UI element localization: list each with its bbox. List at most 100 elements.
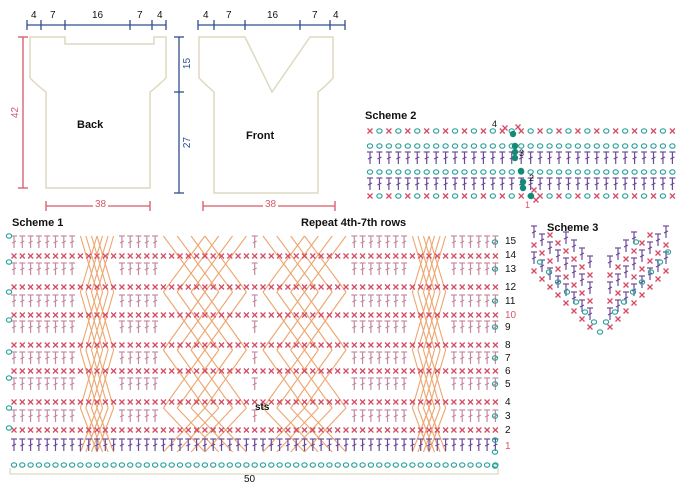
sc-symbol — [243, 342, 250, 348]
chain-symbol — [376, 143, 383, 149]
dc-symbol — [392, 377, 399, 390]
dc-symbol — [359, 438, 366, 451]
dc-symbol — [152, 438, 159, 451]
chain-symbol — [392, 462, 399, 468]
highlight-stitch — [527, 192, 535, 200]
sc-symbol — [44, 427, 51, 433]
sc-symbol — [177, 312, 183, 318]
sc-symbol — [52, 312, 59, 318]
sc-symbol — [268, 368, 275, 374]
sc-symbol — [359, 368, 366, 374]
sc-symbol — [547, 284, 553, 290]
sc-symbol — [127, 312, 134, 318]
sc-symbol — [547, 258, 553, 264]
chain-symbol — [621, 193, 629, 199]
dc-symbol — [351, 262, 358, 275]
sc-symbol — [11, 427, 17, 433]
chain-symbol — [168, 462, 175, 468]
back-width-value: 38 — [93, 199, 109, 210]
dc-symbol — [556, 177, 562, 190]
dc-symbol — [251, 377, 258, 390]
chain-symbol — [376, 462, 383, 468]
sc-symbol — [243, 427, 250, 433]
sc-symbol — [631, 274, 637, 280]
dc-symbol — [641, 151, 648, 164]
sc-symbol — [612, 193, 619, 199]
chain-symbol — [432, 143, 440, 149]
sc-symbol — [94, 284, 100, 290]
dc-symbol — [376, 151, 383, 164]
dc-symbol — [152, 235, 159, 248]
sc-symbol — [35, 312, 42, 318]
chain-symbol — [527, 128, 534, 134]
dc-symbol — [650, 151, 657, 164]
chain-symbol — [93, 462, 101, 468]
front-top-width-4: 7 — [312, 10, 318, 21]
sc-symbol — [426, 312, 432, 318]
sc-symbol — [94, 253, 100, 259]
sc-symbol — [301, 368, 308, 374]
dc-symbol — [555, 249, 561, 262]
sc-symbol — [118, 312, 125, 318]
dc-symbol — [35, 294, 42, 307]
dc-symbol — [85, 438, 92, 451]
chain-symbol — [185, 462, 192, 468]
dc-symbol — [492, 409, 499, 422]
sc-symbol — [276, 312, 283, 318]
chain-symbol — [574, 169, 582, 175]
chain-symbol — [301, 462, 308, 468]
sc-symbol — [110, 427, 117, 433]
sc-symbol — [143, 399, 150, 405]
dc-symbol — [367, 294, 374, 307]
sc-symbol — [152, 253, 159, 259]
sc-symbol — [260, 399, 266, 405]
sc-symbol — [193, 312, 200, 318]
cable-stroke — [411, 291, 430, 351]
chain-symbol — [554, 279, 562, 285]
sc-symbol — [492, 342, 499, 348]
dc-symbol — [450, 294, 457, 307]
highlight-stitch — [517, 167, 525, 175]
sc-symbol — [127, 427, 134, 433]
sc-symbol — [484, 312, 491, 318]
front-piece — [174, 20, 346, 211]
dc-symbol — [647, 241, 653, 254]
chain-symbol — [603, 128, 610, 134]
sc-symbol — [631, 128, 638, 134]
back-outline — [29, 36, 167, 189]
cable-stroke — [162, 407, 206, 453]
sc-symbol — [518, 193, 525, 199]
sc-symbol — [417, 427, 424, 433]
sc-symbol — [27, 253, 34, 259]
sc-symbol — [384, 427, 391, 433]
dc-symbol — [376, 377, 383, 390]
sc-symbol — [434, 253, 441, 259]
dc-symbol — [607, 307, 613, 320]
chain-symbol — [470, 193, 478, 199]
dc-symbol — [44, 351, 51, 364]
scheme2-marker: 3 — [519, 148, 525, 158]
chain-symbol — [459, 462, 466, 468]
sc-symbol — [484, 368, 491, 374]
dc-symbol — [531, 251, 537, 264]
dc-symbol — [52, 377, 59, 390]
dc-symbol — [152, 320, 159, 333]
sc-symbol — [69, 368, 76, 374]
scheme1-stitch-count: 50 — [244, 474, 256, 485]
chain-symbol — [620, 299, 628, 305]
sc-symbol — [235, 312, 242, 318]
chain-symbol — [491, 413, 499, 419]
dc-symbol — [35, 438, 42, 451]
dc-symbol — [218, 438, 225, 451]
dc-symbol — [27, 351, 34, 364]
sc-symbol — [593, 193, 600, 199]
sc-symbol — [226, 342, 233, 348]
dc-symbol — [518, 151, 525, 164]
dc-symbol — [69, 294, 76, 307]
chain-symbol — [499, 169, 506, 175]
sc-symbol — [499, 193, 506, 199]
sc-symbol — [218, 427, 225, 433]
cable-stroke — [204, 235, 247, 293]
dc-symbol — [11, 294, 17, 307]
sc-symbol — [226, 253, 233, 259]
